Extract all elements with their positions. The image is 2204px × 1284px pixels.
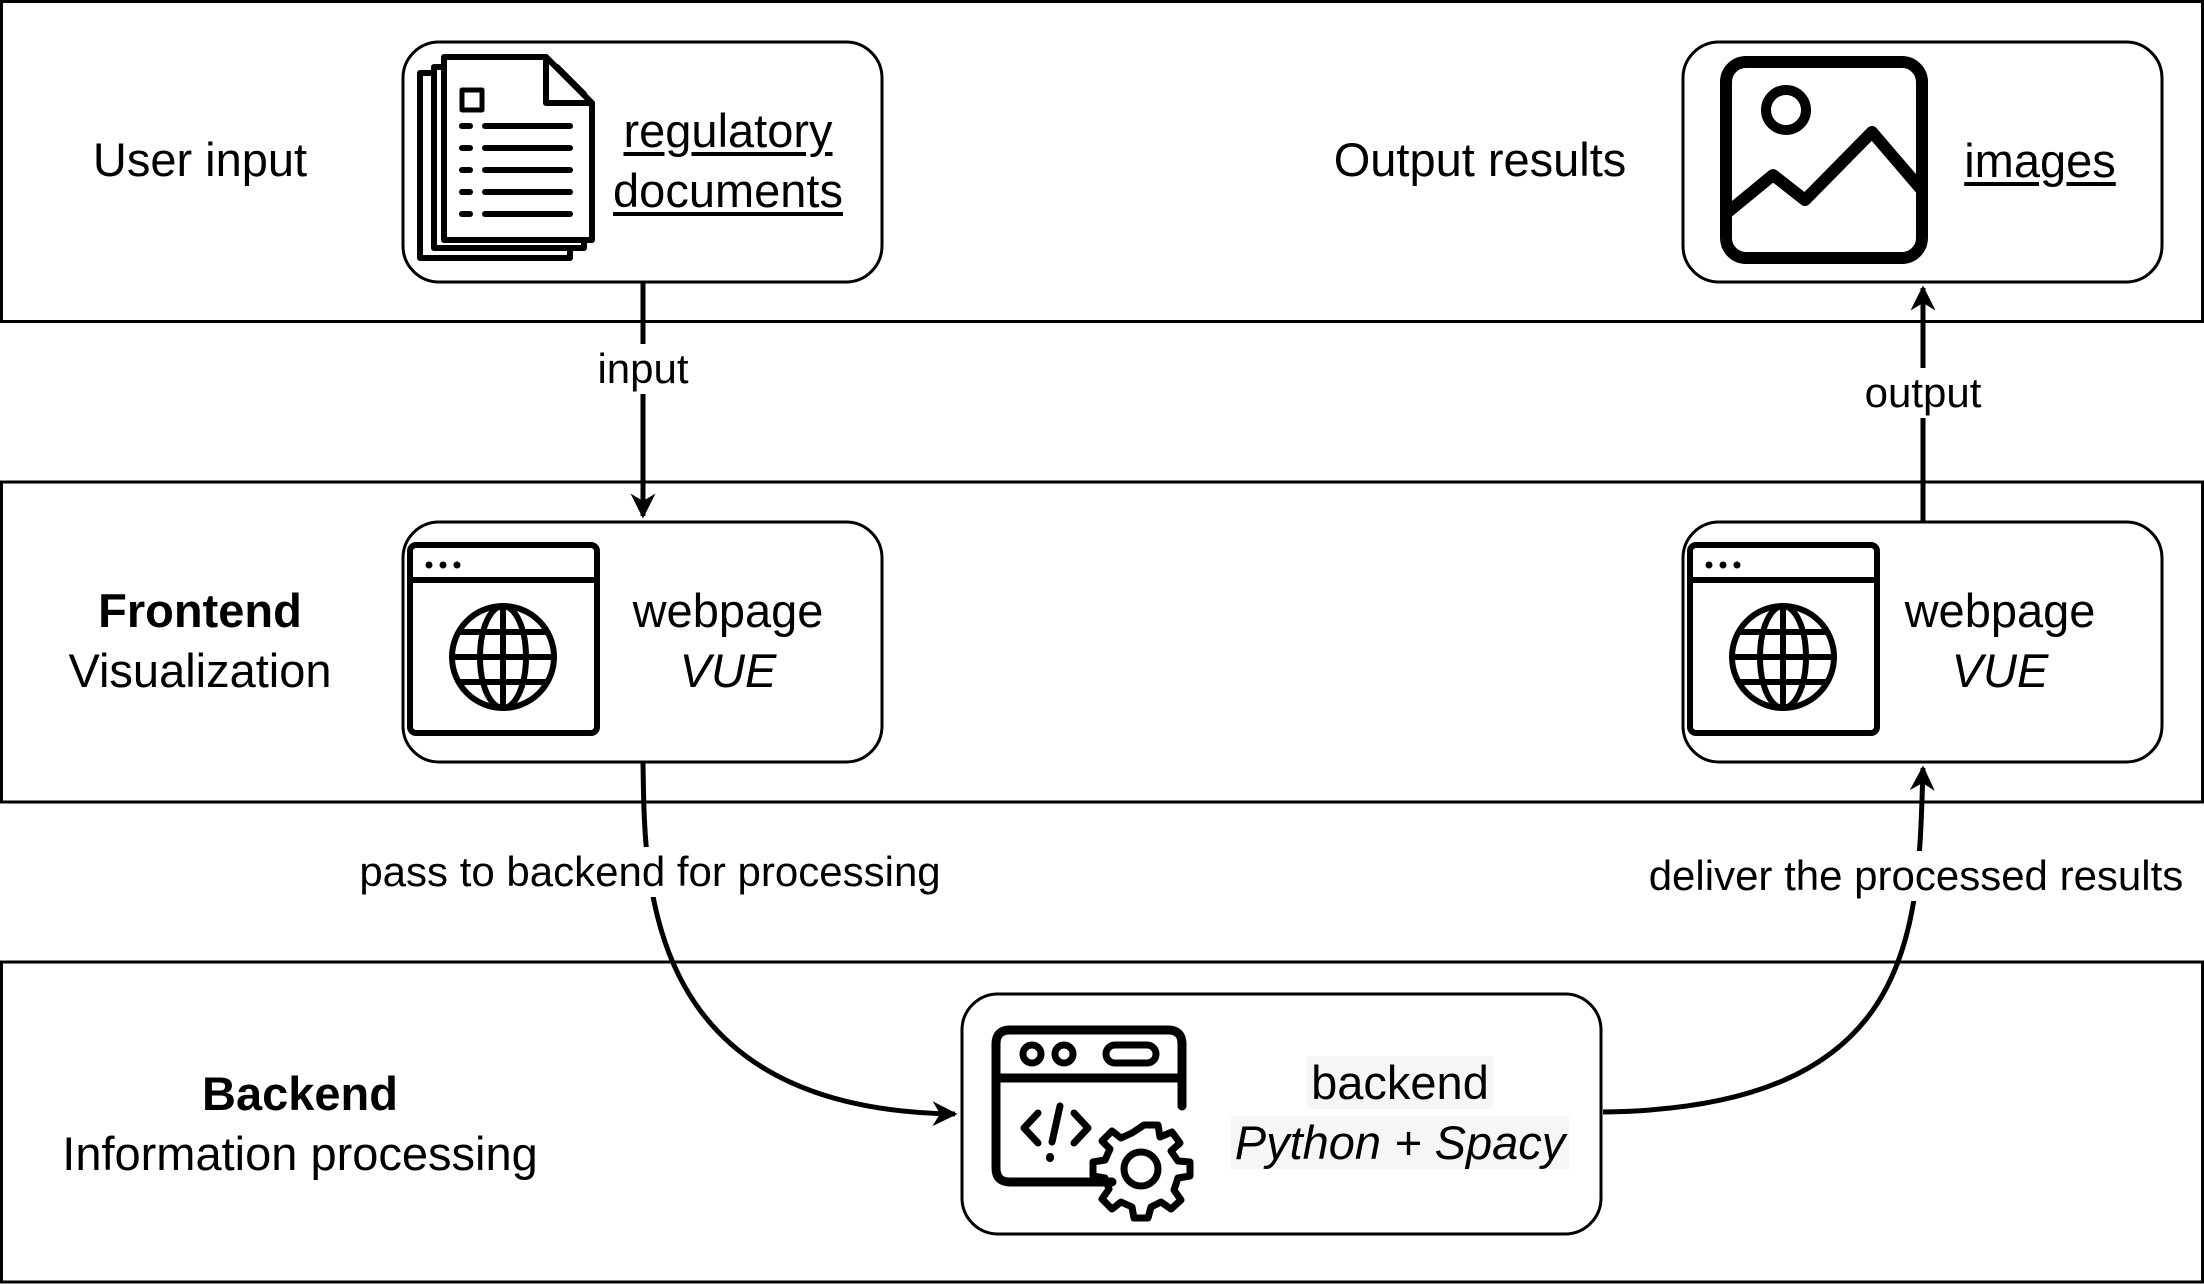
document-icon xyxy=(417,54,595,261)
edge-label-output: output xyxy=(1858,368,1988,418)
documents-label-line2[interactable]: documents xyxy=(613,164,843,217)
lane-label-user-input: User input xyxy=(92,133,308,186)
browser-globe-icon xyxy=(407,542,600,736)
images-label[interactable]: images xyxy=(1964,134,2116,187)
webpage-left-tech: VUE xyxy=(679,644,777,697)
edge-label-pass-to-backend: pass to backend for processing xyxy=(340,847,960,897)
lane-label-output-results: Output results xyxy=(1333,133,1627,186)
backend-tech: Python + Spacy xyxy=(1200,1113,1600,1173)
backend-tech-text: Python + Spacy xyxy=(1230,1116,1570,1169)
edge-label-input: input xyxy=(583,344,703,394)
image-icon xyxy=(1720,56,1928,264)
lane-backend xyxy=(0,960,2204,1284)
backend-label-text: backend xyxy=(1307,1056,1493,1109)
lane-subtitle-backend: Information processing xyxy=(62,1127,538,1180)
webpage-right-label: webpage xyxy=(1904,584,2096,637)
edge-deliver xyxy=(1602,765,1935,1115)
lane-title-frontend: Frontend xyxy=(98,584,302,637)
lane-subtitle-frontend: Visualization xyxy=(68,644,332,697)
lane-frontend xyxy=(0,480,2204,804)
documents-label-line1[interactable]: regulatory xyxy=(623,104,833,157)
edge-to-backend xyxy=(640,762,958,1127)
lane-title-backend: Backend xyxy=(202,1067,398,1120)
lane-user xyxy=(0,0,2204,323)
browser-globe-icon xyxy=(1687,542,1880,736)
code-settings-icon xyxy=(991,1025,1194,1222)
backend-label: backend xyxy=(1200,1053,1600,1113)
webpage-right-tech: VUE xyxy=(1951,644,2049,697)
edge-label-deliver: deliver the processed results xyxy=(1632,851,2200,901)
webpage-left-label: webpage xyxy=(632,584,824,637)
